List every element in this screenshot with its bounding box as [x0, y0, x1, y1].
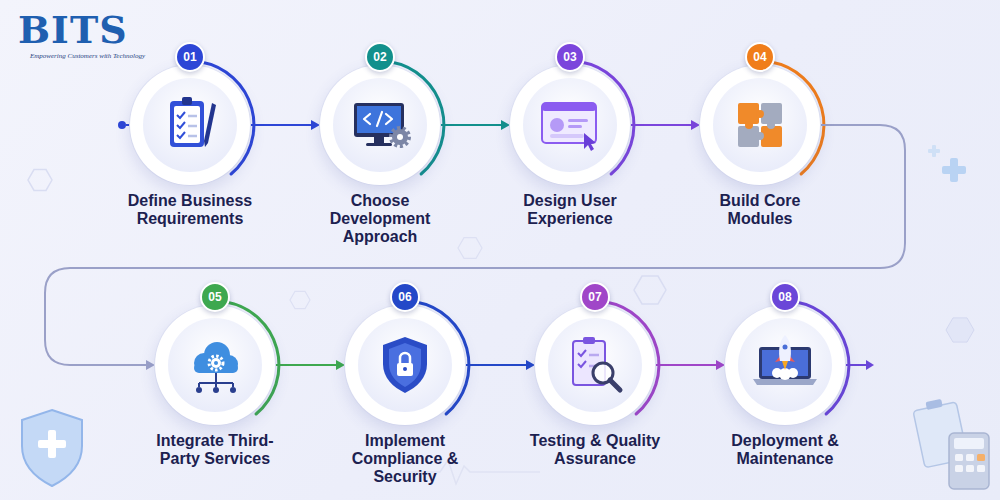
plus-sign	[928, 149, 940, 153]
step-number-badge: 04	[745, 42, 775, 72]
hexagon	[28, 170, 52, 191]
step-circle: Implement Compliance & Security06	[345, 305, 465, 425]
medical-shield	[22, 410, 82, 486]
arrowhead	[691, 120, 700, 130]
step-number: 08	[778, 291, 791, 303]
calculator-key	[955, 465, 963, 472]
step-label: Define Business Requirements	[121, 192, 259, 228]
start-dot	[118, 121, 126, 129]
connector-line	[630, 124, 692, 126]
step-number-badge: 08	[770, 282, 800, 312]
connector-line	[465, 364, 527, 366]
step-number: 02	[373, 51, 386, 63]
arrowhead	[311, 120, 320, 130]
end-line	[845, 364, 866, 366]
step-number: 01	[183, 51, 196, 63]
step-number-badge: 07	[580, 282, 610, 312]
step-number-badge: 05	[200, 282, 230, 312]
hexagon	[290, 291, 310, 308]
step-number: 04	[753, 51, 766, 63]
step-number: 07	[588, 291, 601, 303]
step-number: 06	[398, 291, 411, 303]
arrowhead	[526, 360, 535, 370]
step-label: Testing & Quality Assurance	[526, 432, 664, 468]
step-number: 03	[563, 51, 576, 63]
clip	[925, 399, 942, 410]
connector-line	[655, 364, 717, 366]
connector	[250, 120, 320, 130]
hexagon	[946, 318, 974, 342]
step-label: Build Core Modules	[691, 192, 829, 228]
step-number-badge: 03	[555, 42, 585, 72]
cross	[38, 440, 66, 448]
step-circle: Design User Experience03	[510, 65, 630, 185]
step-label: Integrate Third-Party Services	[146, 432, 284, 468]
calculator-key	[966, 465, 974, 472]
arrowhead	[336, 360, 345, 370]
connector	[655, 360, 725, 370]
arrowhead	[501, 120, 510, 130]
step-number: 05	[208, 291, 221, 303]
step-number-badge: 01	[175, 42, 205, 72]
calculator-key	[977, 454, 985, 461]
hexagon	[458, 238, 482, 259]
calculator-key	[955, 454, 963, 461]
logo-text: BITS	[18, 10, 128, 50]
connector	[440, 120, 510, 130]
arrowhead	[716, 360, 725, 370]
calculator-screen	[954, 438, 984, 449]
connector-line	[250, 124, 312, 126]
calculator	[949, 433, 989, 489]
step-circle: Integrate Third-Party Services05	[155, 305, 275, 425]
end-arrowhead	[866, 360, 874, 370]
clipboard-calculator	[913, 399, 989, 489]
plus-sign	[942, 166, 966, 174]
arrowhead	[146, 360, 155, 370]
step-number-badge: 06	[390, 282, 420, 312]
step-label: Implement Compliance & Security	[336, 432, 474, 486]
step-label: Design User Experience	[501, 192, 639, 228]
step-circle: Choose Development Approach02	[320, 65, 440, 185]
connector-line	[275, 364, 337, 366]
connector-line	[440, 124, 502, 126]
calculator-key	[977, 465, 985, 472]
step-circle: Define Business Requirements01	[130, 65, 250, 185]
step-label: Deployment & Maintenance	[716, 432, 854, 468]
tagline: Empowering Customers with Technology	[30, 52, 145, 60]
connector	[275, 360, 345, 370]
connector	[630, 120, 700, 130]
calculator-key	[966, 454, 974, 461]
step-circle: Build Core Modules04	[700, 65, 820, 185]
shield-shape	[22, 410, 82, 486]
hexagon	[634, 276, 666, 304]
step-circle: Testing & Quality Assurance07	[535, 305, 655, 425]
step-circle: Deployment & Maintenance08	[725, 305, 845, 425]
connector	[465, 360, 535, 370]
step-label: Choose Development Approach	[311, 192, 449, 246]
step-number-badge: 02	[365, 42, 395, 72]
